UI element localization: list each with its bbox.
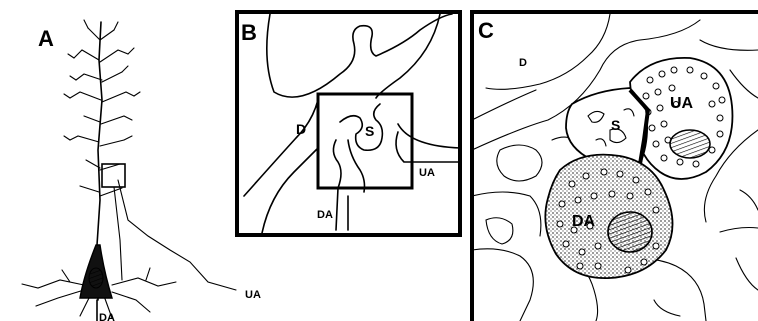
panel-b: B D S UA DA	[237, 12, 460, 235]
panel-a-letter: A	[38, 26, 54, 51]
label-da-b: DA	[317, 209, 333, 221]
label-ua-a: UA	[245, 289, 261, 301]
label-da-c: DA	[572, 213, 596, 230]
panel-a: A UA DA	[22, 20, 261, 321]
label-ua-c: UA	[670, 95, 694, 112]
label-da-a: DA	[99, 312, 115, 321]
label-ua-b: UA	[419, 167, 435, 179]
neuron-drawing	[22, 20, 236, 321]
panel-c: C D S UA DA	[472, 12, 758, 321]
label-d-c: D	[519, 57, 527, 69]
label-s-b: S	[365, 123, 374, 139]
da-bouton	[545, 155, 672, 279]
panel-c-letter: C	[478, 18, 494, 43]
label-d-b: D	[296, 121, 306, 137]
label-s-c: S	[611, 117, 620, 133]
panel-b-letter: B	[241, 20, 257, 45]
zoom-box	[102, 164, 125, 187]
